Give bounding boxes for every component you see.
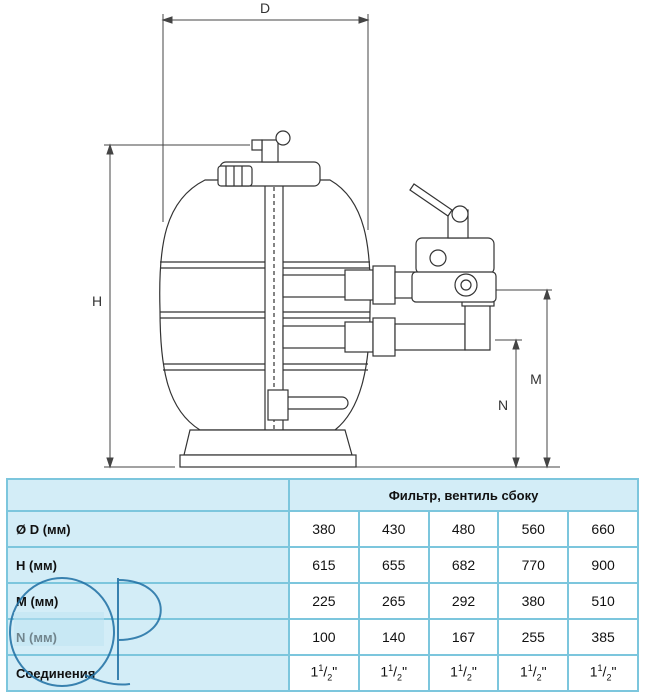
table-cell: 560 <box>497 510 570 548</box>
fraction-whole: 1 <box>310 663 319 680</box>
fraction-slash: / <box>462 663 467 680</box>
inch-mark: " <box>332 663 338 680</box>
filter-technical-drawing: D H M N <box>92 0 560 469</box>
fraction-numerator: 1 <box>457 663 463 674</box>
table-cell: 510 <box>567 582 639 620</box>
fraction-slash: / <box>602 663 607 680</box>
fraction-slash: / <box>532 663 537 680</box>
connection-size: 11/2" <box>497 654 570 692</box>
dim-d-label: D <box>260 0 270 16</box>
table-cell: 140 <box>357 618 430 656</box>
table-corner-cell <box>6 478 290 512</box>
fraction-numerator: 1 <box>527 663 533 674</box>
connection-size: 11/2" <box>357 654 430 692</box>
table-header: Фильтр, вентиль сбоку <box>288 478 639 512</box>
table-cell: 900 <box>567 546 639 584</box>
fraction-denominator: 2 <box>466 672 472 683</box>
table-cell: 380 <box>497 582 570 620</box>
inch-mark: " <box>611 663 617 680</box>
table-cell: 682 <box>427 546 500 584</box>
piping <box>372 265 495 357</box>
inch-mark: " <box>402 663 408 680</box>
table-cell: 265 <box>357 582 430 620</box>
fraction-whole: 1 <box>519 663 528 680</box>
fraction-denominator: 2 <box>536 672 542 683</box>
table-cell: 660 <box>567 510 639 548</box>
row-label: N (мм) <box>6 618 290 656</box>
table-cell: 655 <box>357 546 430 584</box>
fraction-denominator: 2 <box>327 672 333 683</box>
table-header-row: Фильтр, вентиль сбоку <box>6 478 639 512</box>
connection-size: 11/2" <box>427 654 500 692</box>
fraction-whole: 1 <box>380 663 389 680</box>
row-label: Соединения <box>6 654 290 692</box>
table-cell: 292 <box>427 582 500 620</box>
dim-n-label: N <box>498 397 508 413</box>
table-cell: 380 <box>288 510 360 548</box>
fraction-denominator: 2 <box>397 672 403 683</box>
multiport-valve <box>409 183 497 303</box>
table-row: N (мм) 100 140 167 255 385 <box>6 618 639 656</box>
connection-size: 11/2" <box>567 654 639 692</box>
filter-tank <box>159 130 374 468</box>
table-cell: 770 <box>497 546 570 584</box>
table-row-connections: Соединения 11/2" 11/2" 11/2" 11/2" 11/2" <box>6 654 639 692</box>
fraction-whole: 1 <box>450 663 458 680</box>
fraction-slash: / <box>323 663 328 680</box>
table-cell: 167 <box>427 618 500 656</box>
table-cell: 480 <box>427 510 500 548</box>
table-cell: 255 <box>497 618 570 656</box>
table-cell: 430 <box>357 510 430 548</box>
table-row: Ø D (мм) 380 430 480 560 660 <box>6 510 639 548</box>
dim-h-label: H <box>92 293 102 309</box>
dimensions-table: Фильтр, вентиль сбоку Ø D (мм) 380 430 4… <box>6 478 639 692</box>
table-cell: 225 <box>288 582 360 620</box>
fraction-numerator: 1 <box>597 663 603 674</box>
row-label: Ø D (мм) <box>6 510 290 548</box>
inch-mark: " <box>471 663 477 680</box>
table-cell: 385 <box>567 618 639 656</box>
fraction-numerator: 1 <box>388 663 394 674</box>
dim-m-label: M <box>530 371 542 387</box>
row-label: H (мм) <box>6 546 290 584</box>
row-label: M (мм) <box>6 582 290 620</box>
fraction-whole: 1 <box>589 663 598 680</box>
table-cell: 615 <box>288 546 360 584</box>
table-row: M (мм) 225 265 292 380 510 <box>6 582 639 620</box>
table-cell: 100 <box>288 618 360 656</box>
table-row: H (мм) 615 655 682 770 900 <box>6 546 639 584</box>
fraction-numerator: 1 <box>318 663 324 674</box>
inch-mark: " <box>541 663 547 680</box>
connection-size: 11/2" <box>288 654 360 692</box>
fraction-slash: / <box>393 663 398 680</box>
fraction-denominator: 2 <box>606 672 612 683</box>
